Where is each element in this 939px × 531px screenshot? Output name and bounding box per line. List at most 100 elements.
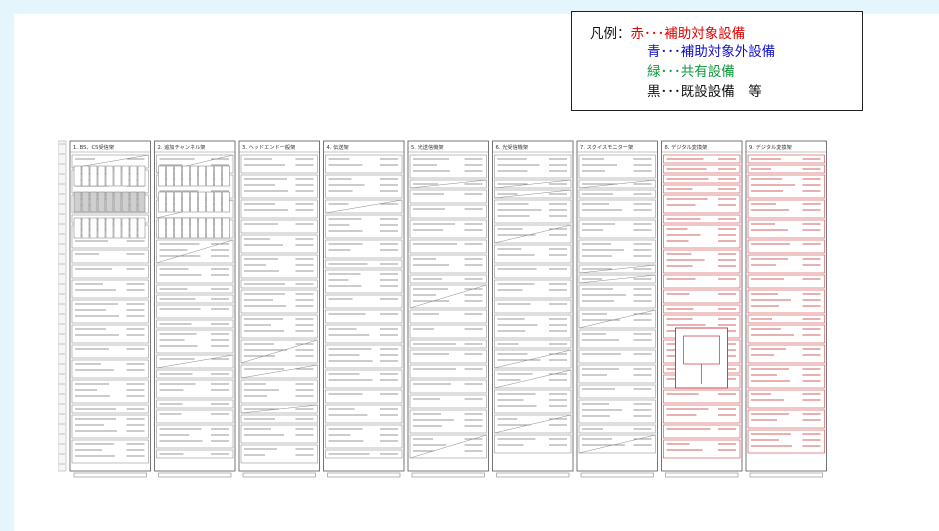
equipment-slot (494, 299, 572, 314)
rack-base (327, 472, 401, 478)
equipment-slot (747, 324, 825, 344)
blank-panel-diagonal (409, 434, 487, 459)
blank-panel-diagonal (494, 369, 572, 389)
equipment-slot (578, 309, 656, 329)
rack-header-label: 1. BS、CS受信架 (73, 143, 114, 151)
legend-sep: ･･･ (660, 64, 681, 80)
receiver-module (190, 191, 198, 213)
blank-panel-diagonal (325, 199, 403, 214)
equipment-slot (325, 174, 403, 199)
equipment-slot (156, 264, 234, 284)
equipment-slot (71, 279, 149, 299)
equipment-slot (494, 349, 572, 369)
blank-panel-diagonal (240, 364, 318, 379)
equipment-slot (325, 269, 403, 294)
blank-panel-diagonal (240, 339, 318, 364)
rack-header-label: 3. ヘッドエンド一般架 (242, 143, 295, 151)
equipment-slot (240, 364, 318, 379)
blank-panel-diagonal (156, 239, 234, 264)
equipment-slot (156, 449, 234, 459)
equipment-slot (325, 259, 403, 269)
rack-frame (323, 140, 405, 472)
receiver-module (214, 165, 222, 187)
blank-panel-diagonal (494, 224, 572, 244)
equipment-slot (663, 274, 741, 289)
legend-sep: ･･･ (660, 84, 681, 100)
equipment-slot (663, 224, 741, 249)
receiver-module (158, 191, 166, 213)
equipment-slot (663, 424, 741, 439)
equipment-slot (240, 444, 318, 464)
equipment-slot (156, 239, 234, 264)
receiver-module (73, 165, 82, 187)
equipment-slot (747, 274, 825, 289)
blank-panel-diagonal (494, 179, 572, 189)
equipment-slot (240, 404, 318, 414)
equipment-slot (325, 344, 403, 369)
rack-header-label: 4. 伝送架 (327, 143, 349, 151)
receiver-module (166, 191, 174, 213)
equipment-slot (409, 379, 487, 394)
equipment-slot (325, 449, 403, 459)
rack-frame (69, 140, 151, 472)
equipment-slot (663, 249, 741, 274)
equipment-slot (494, 369, 572, 389)
equipment-slot (71, 404, 149, 414)
equipment-slot (578, 239, 656, 264)
receiver-module (81, 217, 90, 239)
rack-frame (576, 140, 658, 472)
left-background-band (0, 0, 14, 531)
equipment-slot (494, 314, 572, 339)
equipment-slot (156, 304, 234, 319)
equipment-slot (409, 239, 487, 254)
receiver-module (137, 165, 146, 187)
equipment-slot (71, 379, 149, 404)
rack-header-label: 5. 光送信機架 (411, 143, 444, 151)
receiver-module (89, 191, 98, 213)
equipment-slot (325, 239, 403, 259)
equipment-slot (409, 179, 487, 189)
equipment-slot (578, 434, 656, 454)
rack-frame (492, 140, 574, 472)
receiver-module (166, 217, 174, 239)
legend-prefix: 凡例： (590, 26, 631, 42)
equipment-slot (578, 349, 656, 364)
equipment-slot (747, 429, 825, 454)
equipment-slot (71, 359, 149, 379)
equipment-slot (663, 439, 741, 459)
equipment-slot (663, 404, 741, 424)
receiver-module (81, 165, 90, 187)
receiver-module (113, 217, 122, 239)
equipment-slot (494, 434, 572, 454)
equipment-slot (747, 174, 825, 199)
legend-sep: ･･･ (644, 26, 665, 42)
equipment-slot (578, 364, 656, 384)
equipment-slot (663, 289, 741, 304)
legend-text-blue: 補助対象外設備 (680, 44, 776, 60)
equipment-slot (747, 164, 825, 174)
equipment-slot (240, 219, 318, 234)
legend-row-red: 凡例：赤･･･補助対象設備 (590, 26, 745, 42)
equipment-slot (578, 399, 656, 424)
equipment-slot (494, 224, 572, 244)
equipment-slot (156, 369, 234, 379)
receiver-module (105, 165, 114, 187)
legend-row-blue: 青･･･補助対象外設備 (647, 44, 776, 60)
receiver-module (190, 165, 198, 187)
equipment-slot (325, 389, 403, 404)
equipment-slot (240, 414, 318, 424)
equipment-slot (156, 294, 234, 304)
equipment-slot (240, 339, 318, 364)
equipment-slot (240, 279, 318, 289)
equipment-slot (156, 319, 234, 329)
equipment-slot (747, 364, 825, 389)
equipment-slot (325, 309, 403, 324)
equipment-slot (494, 389, 572, 414)
blank-panel-diagonal (409, 284, 487, 309)
legend-key-green: 緑 (647, 64, 661, 80)
equipment-slot (409, 339, 487, 349)
unit-ruler (58, 140, 67, 472)
equipment-slot (156, 284, 234, 294)
receiver-module (206, 165, 214, 187)
receiver-module (222, 217, 230, 239)
